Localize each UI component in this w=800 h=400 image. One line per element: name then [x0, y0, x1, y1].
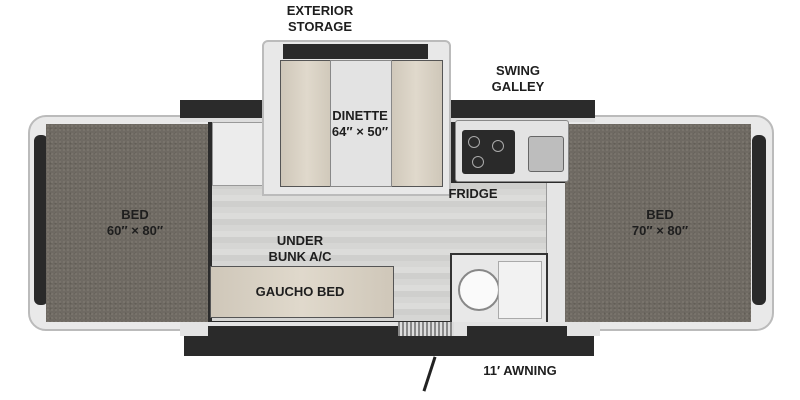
label-line: EXTERIOR [286, 3, 354, 18]
rear-wall-right [445, 100, 595, 122]
right-bed [565, 124, 751, 322]
awning-label: 11′ AWNING [483, 363, 557, 378]
label-line: BED [646, 207, 674, 222]
exterior-storage-compartment [283, 44, 428, 59]
sink [528, 136, 564, 172]
bathroom [450, 253, 548, 327]
front-storage-left [208, 326, 398, 336]
gaucho-bed [210, 266, 394, 318]
entry-step [398, 322, 454, 336]
label-line: GALLEY [491, 79, 545, 94]
burner-icon [492, 140, 504, 152]
rear-wall-left [180, 100, 275, 122]
label-line: BUNK A/C [268, 249, 332, 264]
burner-icon [468, 136, 480, 148]
toilet-icon [458, 269, 500, 311]
front-storage-right [467, 326, 567, 336]
gaucho-bed-label: GAUCHO BED [255, 284, 345, 299]
label-line: 60″ × 80″ [106, 223, 164, 238]
label-line: 64″ × 50″ [331, 124, 389, 139]
label-line: DINETTE [332, 108, 388, 123]
fridge-label: FRIDGE [448, 186, 498, 201]
right-bunk-canvas [752, 135, 766, 305]
label-line: UNDER [276, 233, 324, 248]
awning-rail [184, 336, 594, 356]
shower-pan [498, 261, 542, 319]
label-line: STORAGE [287, 19, 353, 34]
fridge-cabinet [546, 183, 565, 323]
burner-icon [472, 156, 484, 168]
label-line: SWING [495, 63, 541, 78]
awning-arm [422, 356, 437, 392]
label-line: 70″ × 80″ [631, 223, 689, 238]
left-bunk-canvas [34, 135, 48, 305]
dinette-table [330, 60, 392, 187]
left-bed [46, 124, 210, 322]
dinette-bench-right [389, 60, 443, 187]
stovetop [462, 130, 515, 174]
label-line: BED [121, 207, 149, 222]
dinette-bench-left [280, 60, 334, 187]
